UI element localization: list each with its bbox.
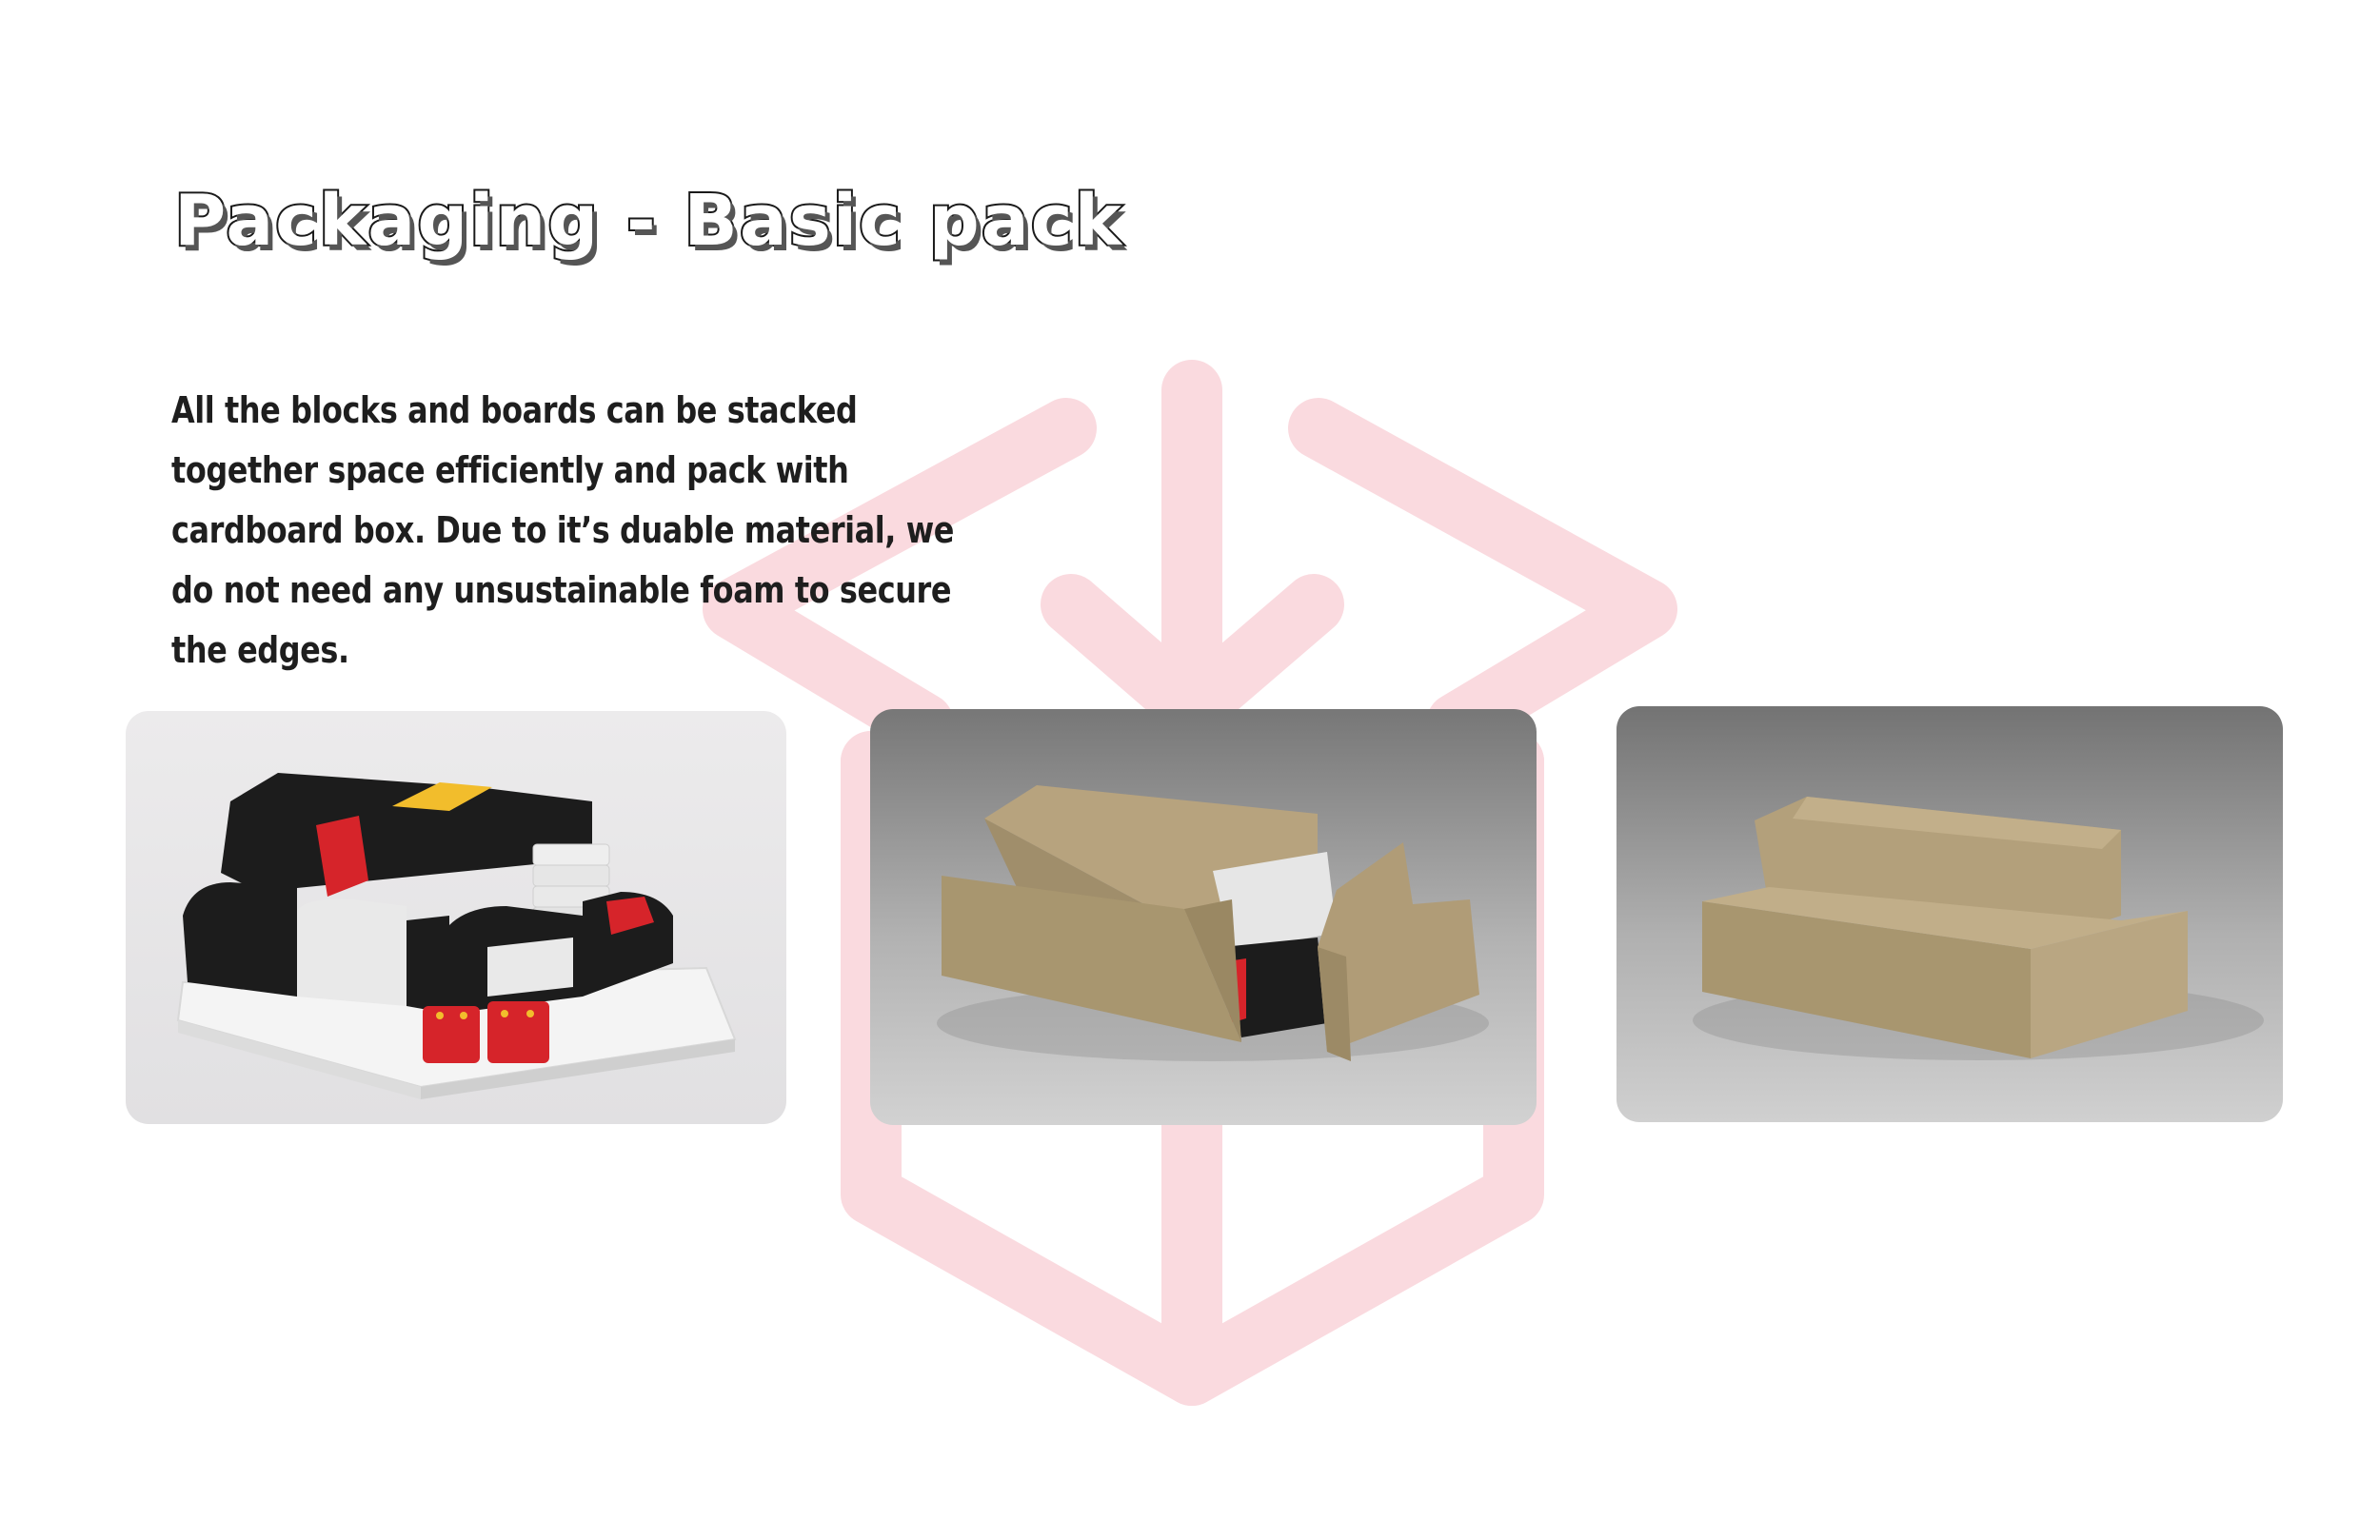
closed-box-illustration — [1693, 797, 2264, 1060]
box-opening-illustration — [937, 785, 1489, 1061]
blocks-illustration — [176, 773, 737, 1099]
slide-description: All the blocks and boards can be stacked… — [171, 389, 955, 671]
stacked-blocks-photo — [126, 711, 786, 1124]
slide-title: Packaging - Basic pack — [172, 180, 1123, 262]
closed-box-photo — [1616, 706, 2283, 1122]
box-opening-photo — [870, 709, 1537, 1125]
